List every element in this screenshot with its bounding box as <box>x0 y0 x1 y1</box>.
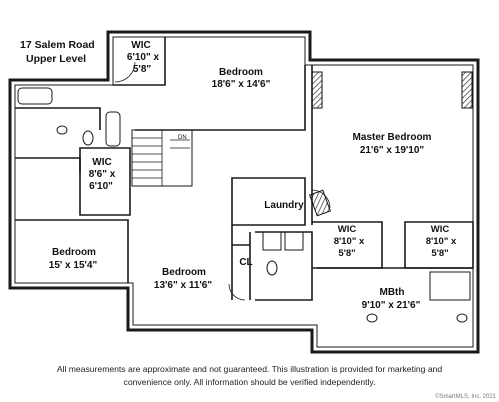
room-name-wic-top: WIC <box>131 40 151 51</box>
disclaimer-line-1: All measurements are approximate and not… <box>56 364 443 374</box>
wall-wic-top <box>113 37 166 86</box>
room-name-bedroom-left: Bedroom <box>52 247 96 258</box>
room-dim-wic-left-a: 8'6" x <box>88 169 116 180</box>
sink-3 <box>366 313 378 323</box>
room-name-closet: CL <box>239 257 253 268</box>
washer <box>262 231 282 251</box>
tub-2 <box>105 111 121 147</box>
address-label: 17 Salem Road <box>20 39 95 51</box>
room-dim-wic-top-a: 6'10" x <box>126 52 160 63</box>
room-dim-mbth: 9'10" x 21'6" <box>361 300 421 311</box>
shower <box>429 271 471 301</box>
wall-laundry <box>231 177 306 226</box>
wall-bath-mid <box>255 231 313 301</box>
room-dim-wic-top-b: 5'8" <box>132 64 152 75</box>
room-name-master: Master Bedroom <box>352 132 432 143</box>
wall-bedroom-left <box>15 219 129 283</box>
room-dim-wic-left-b: 6'10" <box>89 181 113 192</box>
room-dim-bedroom-mid: 13'6" x 11'6" <box>153 280 213 291</box>
room-name-mbth: MBth <box>379 287 405 298</box>
room-dim-wic-mid-a: 8'10" x <box>333 236 365 247</box>
room-name-bedroom-mid: Bedroom <box>162 267 206 278</box>
room-name-wic-mid: WIC <box>337 224 357 235</box>
disclaimer-line-2: convenience only. All information should… <box>123 377 376 387</box>
stair-dn-label: DN <box>178 135 187 141</box>
room-name-bedroom-top: Bedroom <box>219 67 263 78</box>
sink <box>56 125 68 135</box>
wall-bedroom-mid <box>231 225 251 300</box>
level-label: Upper Level <box>26 53 87 65</box>
tub <box>17 87 53 105</box>
room-dim-master: 21'6" x 19'10" <box>359 145 425 156</box>
sink-2 <box>456 313 468 323</box>
hatch-2 <box>461 71 473 109</box>
room-dim-wic-mid-b: 5'8" <box>338 248 356 259</box>
door-swing <box>114 61 136 83</box>
exterior-wall <box>8 30 480 354</box>
hatch-3 <box>309 189 331 217</box>
room-dim-bedroom-top: 18'6" x 14'6" <box>211 79 271 90</box>
dryer <box>284 231 304 251</box>
room-dim-bedroom-left: 15' x 15'4" <box>48 260 98 271</box>
toilet <box>82 130 94 146</box>
wall-bath-left <box>15 107 101 172</box>
wall-wic-left <box>79 147 131 216</box>
room-name-wic-right: WIC <box>430 224 450 235</box>
hatch-1 <box>311 71 323 109</box>
door-swing-2 <box>228 283 246 301</box>
room-name-wic-left: WIC <box>92 157 112 168</box>
room-name-laundry: Laundry <box>264 200 304 211</box>
room-dim-wic-right-b: 5'8" <box>431 248 449 259</box>
room-dim-wic-right-a: 8'10" x <box>425 236 457 247</box>
copyright-watermark: ©SmartMLS, Inc. 2021 <box>435 394 496 400</box>
toilet-2 <box>266 260 278 276</box>
